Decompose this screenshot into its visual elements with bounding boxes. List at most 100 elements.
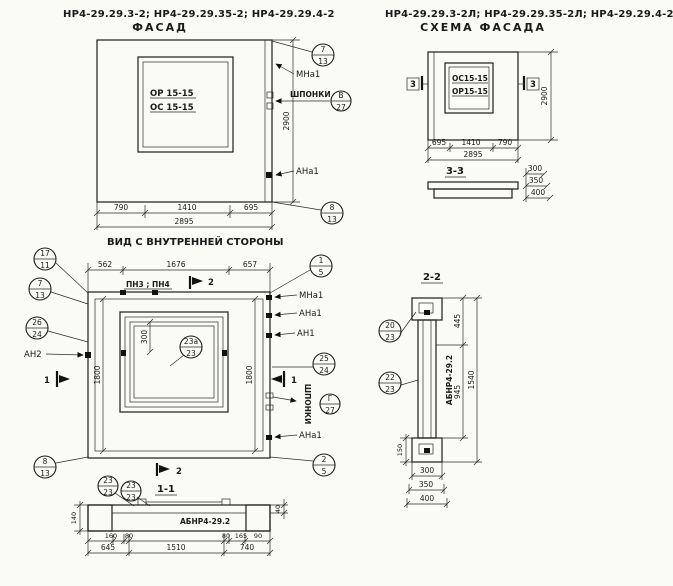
callout-num: 20: [385, 321, 395, 330]
label-an2: АН2: [24, 350, 42, 360]
dim-300: 300: [420, 466, 435, 475]
label-mna1: МНа1: [296, 70, 320, 80]
column-top-block: [411, 297, 443, 321]
scheme-window-frame-inner: [448, 66, 490, 110]
key-notch: [265, 404, 274, 411]
dim-80: 80: [125, 532, 133, 540]
callout-23-b: 23 23: [120, 480, 151, 507]
section-bar-outline: [87, 504, 271, 532]
callout-sheet: 13: [40, 469, 50, 478]
plan-dim-1800-right: 1800: [245, 295, 259, 455]
facade-caption: ВИД С ВНУТРЕННЕЙ СТОРОНЫ: [107, 235, 284, 248]
scheme-window-frame: [444, 62, 494, 114]
section-2-2: 2-2 20 23 22 23 АБНР4-29.2 445 945 1540: [378, 272, 482, 508]
callout-22-23: 22 23: [378, 371, 419, 395]
key-notch: [266, 102, 274, 110]
anchor-mark: [266, 172, 272, 178]
dim-695: 695: [432, 138, 447, 147]
plan-panel-inner: [94, 298, 264, 452]
anchor-mark: [424, 448, 430, 453]
facade-window-frame: [137, 56, 234, 153]
dim-150: 150: [396, 434, 412, 466]
callout-sheet: 23: [126, 493, 136, 502]
dim-790: 790: [114, 203, 129, 212]
callout-num: 1: [319, 256, 324, 265]
dim-1410: 1410: [177, 203, 196, 212]
plan-caption-1-1: 1-1: [157, 484, 175, 495]
scheme-panel-outline: [427, 51, 519, 141]
dim-80b: 80: [222, 532, 230, 540]
callout-25-24: 25 24: [272, 352, 336, 376]
callout-sheet: 13: [327, 215, 337, 224]
plan-dim-top: 562 1676 657: [84, 260, 274, 292]
dim-1540: 1540: [467, 370, 476, 389]
callout-1-5: 1 5: [269, 254, 333, 294]
anchor-mark: [85, 352, 91, 358]
dim-300: 300: [528, 164, 543, 173]
scheme-window-mark-1: ОС15-15: [452, 74, 488, 83]
cut-2-label: 2: [176, 467, 182, 477]
callout-num: Г: [328, 394, 333, 403]
hinge-mark: [222, 350, 227, 356]
label-shponki-plan: ШПОНКИ: [303, 384, 312, 425]
pn-label: ПН3 ; ПН4: [126, 280, 170, 289]
product-mark: АБНР4-29.2: [180, 517, 230, 526]
dim-150-text: 150: [396, 444, 404, 456]
dim-445: 445: [453, 314, 462, 329]
facade-window-frame-inner: [142, 61, 229, 148]
dim-400: 400: [420, 494, 435, 503]
callout-7-13-plan: 7 13: [28, 277, 89, 305]
right-codes: НР4-29.29.3-2Л; НР4-29.29.35-2Л; НР4-29.…: [385, 9, 673, 20]
scheme-window-mark-2: ОР15-15: [452, 87, 488, 96]
column-shaft: [417, 319, 437, 439]
plan-window-frame-4: [133, 325, 215, 399]
dim-40-text: 40: [274, 505, 282, 513]
scheme-dim-height: 2900: [518, 48, 558, 144]
dim-40: 40: [270, 499, 288, 519]
callout-v-27: В 27: [330, 90, 352, 112]
cut-2-label: 2: [208, 278, 214, 288]
facade-view: НР4-29.29.3-2; НР4-29.29.35-2; НР4-29.29…: [63, 9, 352, 248]
label-ana1-bottom: АНа1: [299, 431, 322, 441]
dim-657: 657: [243, 260, 258, 269]
callout-26-24: 26 24: [25, 316, 89, 343]
callout-sheet: 23: [385, 333, 395, 342]
callout-num: 2: [322, 455, 327, 464]
window-jamb: [221, 498, 231, 506]
dim-160: 160: [105, 532, 117, 540]
key-notch: [265, 392, 274, 399]
key-notch: [266, 91, 274, 99]
plan-panel-outline: [87, 291, 271, 459]
dim-165: 165: [235, 532, 247, 540]
callout-8-13-plan: 8 13: [33, 455, 89, 479]
label-ana1: АНа1: [296, 167, 319, 177]
section-mark-3-right: 3: [518, 76, 540, 91]
pn-mark: [120, 290, 126, 295]
callout-g-27: Г 27: [319, 393, 341, 415]
callout-sheet: 27: [336, 103, 346, 112]
callout-num: 8: [330, 203, 335, 212]
facade-panel-outline: [96, 39, 273, 203]
section11-dim-row2: 645 1510 740: [84, 543, 274, 557]
callout-2-5: 2 5: [269, 453, 336, 477]
section-mark-3-left: 3: [406, 76, 428, 91]
callout-num: 23а: [184, 337, 198, 346]
callout-num: 7: [38, 279, 43, 288]
section-2-2-title: 2-2: [423, 272, 441, 283]
plan-dim-300: 300: [140, 318, 154, 356]
plan-dim-1800-left: 1800: [93, 295, 107, 455]
callout-sheet: 5: [319, 268, 324, 277]
callout-num: 26: [32, 318, 42, 327]
plan-window-frame-2: [124, 316, 224, 408]
callout-num: 17: [40, 249, 50, 258]
callout-sheet: 23: [186, 349, 196, 358]
callout-sheet: 24: [319, 366, 329, 375]
dim-1510: 1510: [166, 543, 185, 552]
window-mark-2: ОС 15-15: [150, 103, 194, 113]
callout-sheet: 23: [385, 385, 395, 394]
sill-block-left: [87, 504, 113, 532]
cut-2-bottom: 2: [155, 463, 182, 477]
callout-7-13: 7 13: [271, 40, 335, 67]
